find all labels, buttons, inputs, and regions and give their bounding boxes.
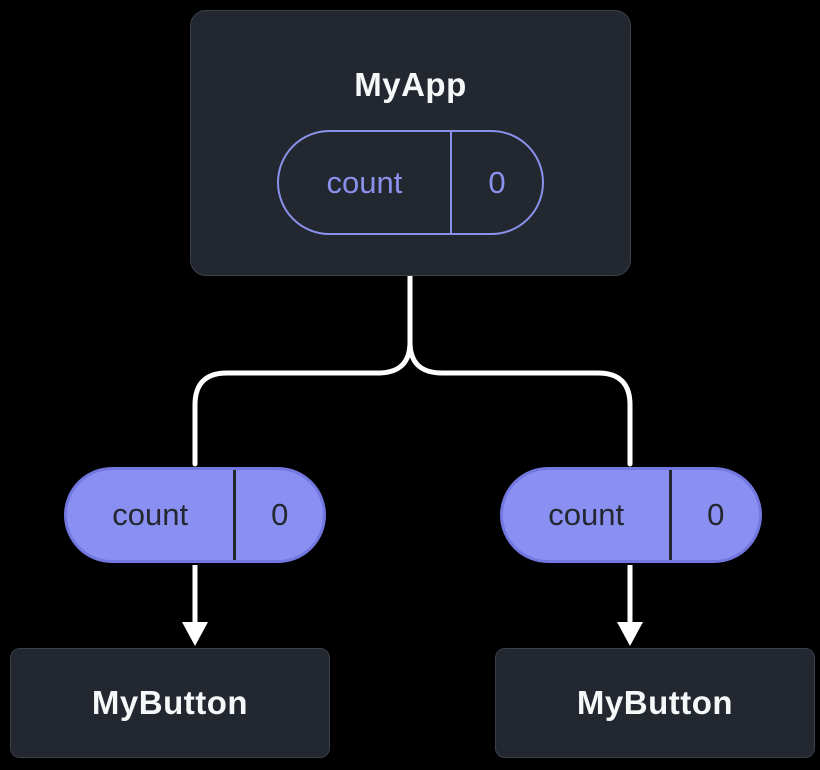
- prop-value: 0: [707, 497, 725, 532]
- state-name: count: [279, 132, 452, 233]
- prop-value: 0: [271, 497, 289, 532]
- child-component-title: MyButton: [91, 684, 249, 721]
- state-value: 0: [488, 164, 506, 200]
- root-state-pill: count 0: [277, 130, 544, 235]
- child-component-box-right: MyButton: [495, 648, 815, 758]
- branch-left-line: [192, 273, 413, 467]
- prop-pill-right: count 0: [500, 467, 762, 563]
- branch-right-line: [407, 273, 633, 467]
- root-component-box: MyApp count 0: [190, 10, 631, 276]
- arrow-right-head-icon: [617, 622, 643, 646]
- child-component-title: MyButton: [576, 684, 734, 721]
- root-component-title: MyApp: [354, 66, 467, 103]
- arrow-left-head-icon: [182, 622, 208, 646]
- prop-name: count: [503, 470, 673, 560]
- prop-name: count: [67, 470, 237, 560]
- prop-pill-left: count 0: [64, 467, 326, 563]
- child-component-box-left: MyButton: [10, 648, 330, 758]
